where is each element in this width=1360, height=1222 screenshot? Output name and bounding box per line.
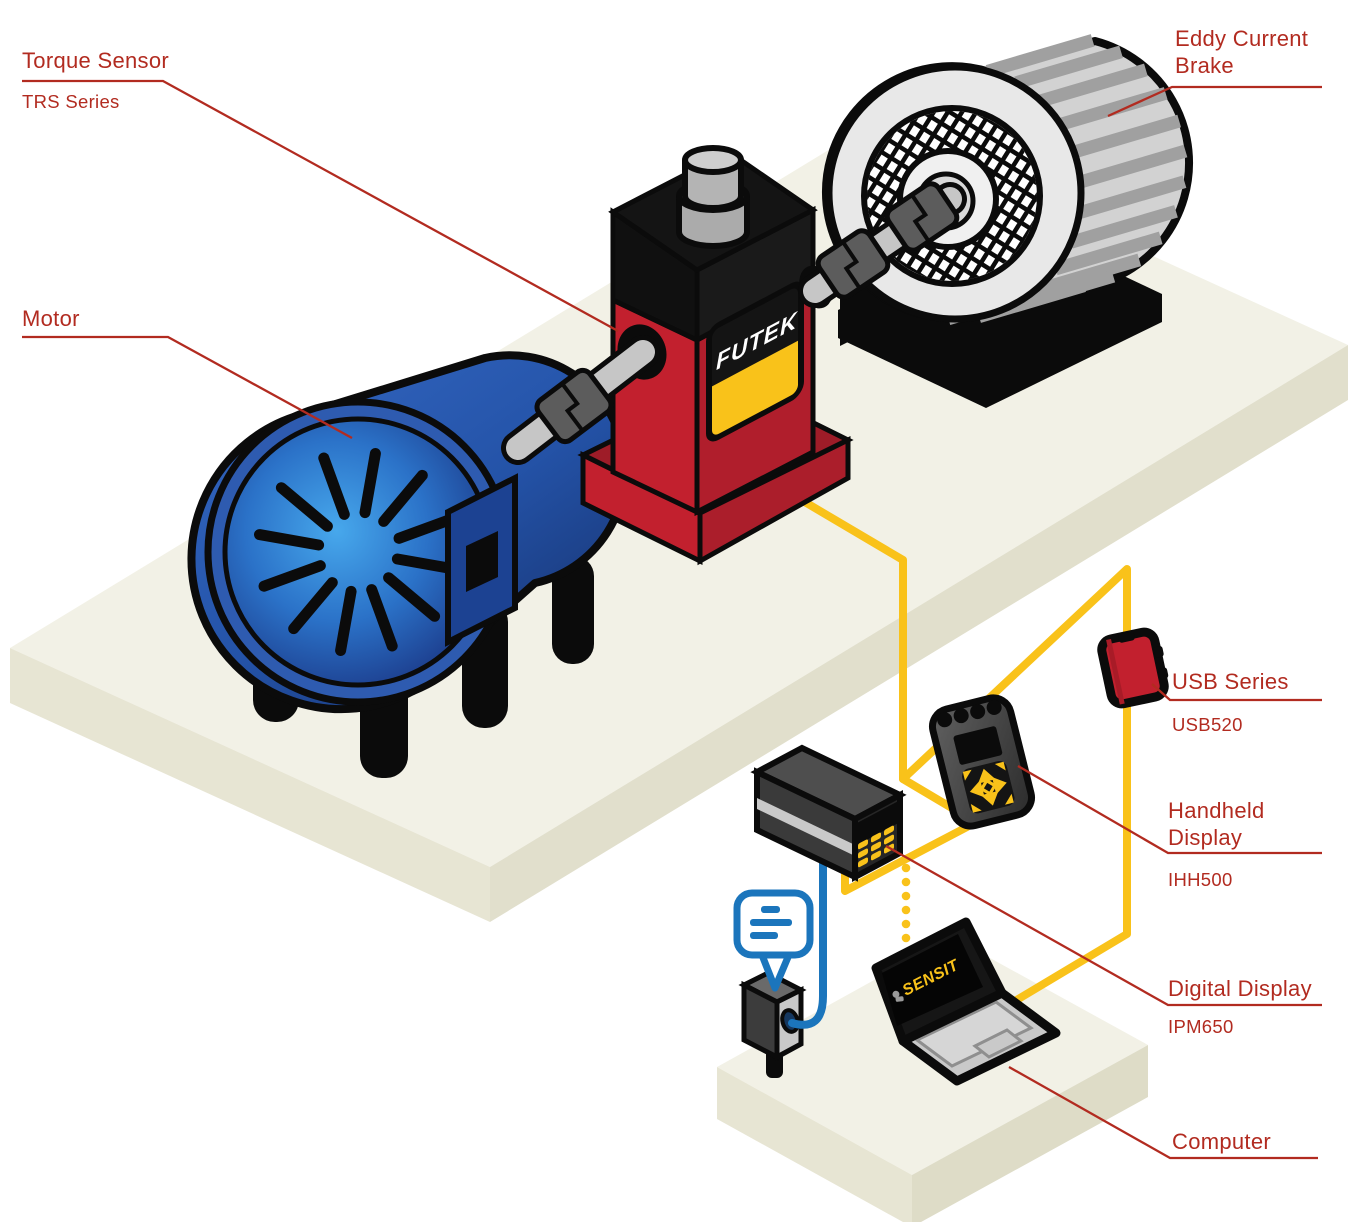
main-platform-left-face <box>10 648 490 922</box>
label-digital-model: IPM650 <box>1168 1016 1234 1037</box>
futek-badge: FUTEK <box>706 281 804 442</box>
torque-sensor-leader-line <box>22 79 619 333</box>
blue-data-cable <box>788 850 827 1029</box>
label-usb-title: USB Series <box>1172 669 1289 694</box>
leader-lines <box>22 79 1322 1160</box>
label-eddy-brake-line2: Brake <box>1175 53 1234 78</box>
digital-display-device <box>750 744 907 882</box>
computer-leader-line <box>1008 1065 1318 1160</box>
label-torque-sensor-title: Torque Sensor <box>22 48 169 73</box>
label-torque-sensor-model: TRS Series <box>22 91 120 112</box>
usb-dongle-seam <box>1106 638 1125 705</box>
handheld-screen <box>953 726 1003 765</box>
cable-sensor-to-laptop <box>899 565 1131 1005</box>
torque-sensor: FUTEK <box>577 145 854 566</box>
shaft-coupling-right-2 <box>884 181 960 253</box>
main-platform-front-face <box>490 345 1348 922</box>
usb-dongle-notch <box>1118 631 1135 643</box>
label-usb-model: USB520 <box>1172 714 1243 735</box>
digital-leader-line <box>885 844 1322 1007</box>
computer-platform-front-face <box>912 1045 1148 1222</box>
handheld-leader-line <box>1017 765 1322 855</box>
label-digital-title: Digital Display <box>1168 976 1312 1001</box>
sensit-logo-glyph <box>892 990 900 998</box>
usb-dongle <box>1097 627 1169 709</box>
handheld-dpad <box>962 761 1015 814</box>
laptop-screen <box>882 934 983 1026</box>
motor <box>187 351 630 778</box>
label-handheld-model: IHH500 <box>1168 869 1233 890</box>
usb-dongle-tab-2 <box>1158 667 1169 680</box>
laptop-touchpad <box>972 1028 1024 1059</box>
sensor-foot-front <box>697 435 851 566</box>
digital-display-screen <box>858 801 898 845</box>
laptop-keyboard <box>914 1000 1034 1068</box>
label-handheld-line2: Display <box>1168 825 1242 850</box>
labels: Torque Sensor TRS Series Motor Eddy Curr… <box>22 26 1312 1154</box>
brake-drum-fins <box>946 34 1188 326</box>
laptop: SENSIT <box>871 917 1061 1086</box>
handheld-display-device <box>928 694 1036 830</box>
motor-junction-box-hole <box>466 531 498 592</box>
computer-platform-left-face <box>717 1067 912 1222</box>
motor-leader-line <box>22 335 353 440</box>
handheld-connectors <box>937 699 1002 728</box>
sensor-connector <box>676 145 750 249</box>
shaft-coupling-right-1 <box>815 228 891 300</box>
label-motor-title: Motor <box>22 306 80 331</box>
eddy-brake-leader-line <box>1107 85 1322 118</box>
label-computer-title: Computer <box>1172 1129 1271 1154</box>
digital-display-keypad <box>858 825 894 868</box>
shaft-motor-to-sensor <box>501 335 660 465</box>
digital-display-stripe <box>757 798 855 856</box>
shaft-sensor-to-brake <box>798 181 967 308</box>
usb-dongle-tab-1 <box>1153 646 1164 658</box>
usb-leader-line <box>1151 683 1322 702</box>
label-handheld-line1: Handheld <box>1168 798 1265 823</box>
chat-bubble-icon <box>733 889 814 992</box>
shaft-coupling-left <box>534 367 614 445</box>
label-eddy-brake-line1: Eddy Current <box>1175 26 1308 51</box>
wireless-link-dots <box>901 863 911 943</box>
